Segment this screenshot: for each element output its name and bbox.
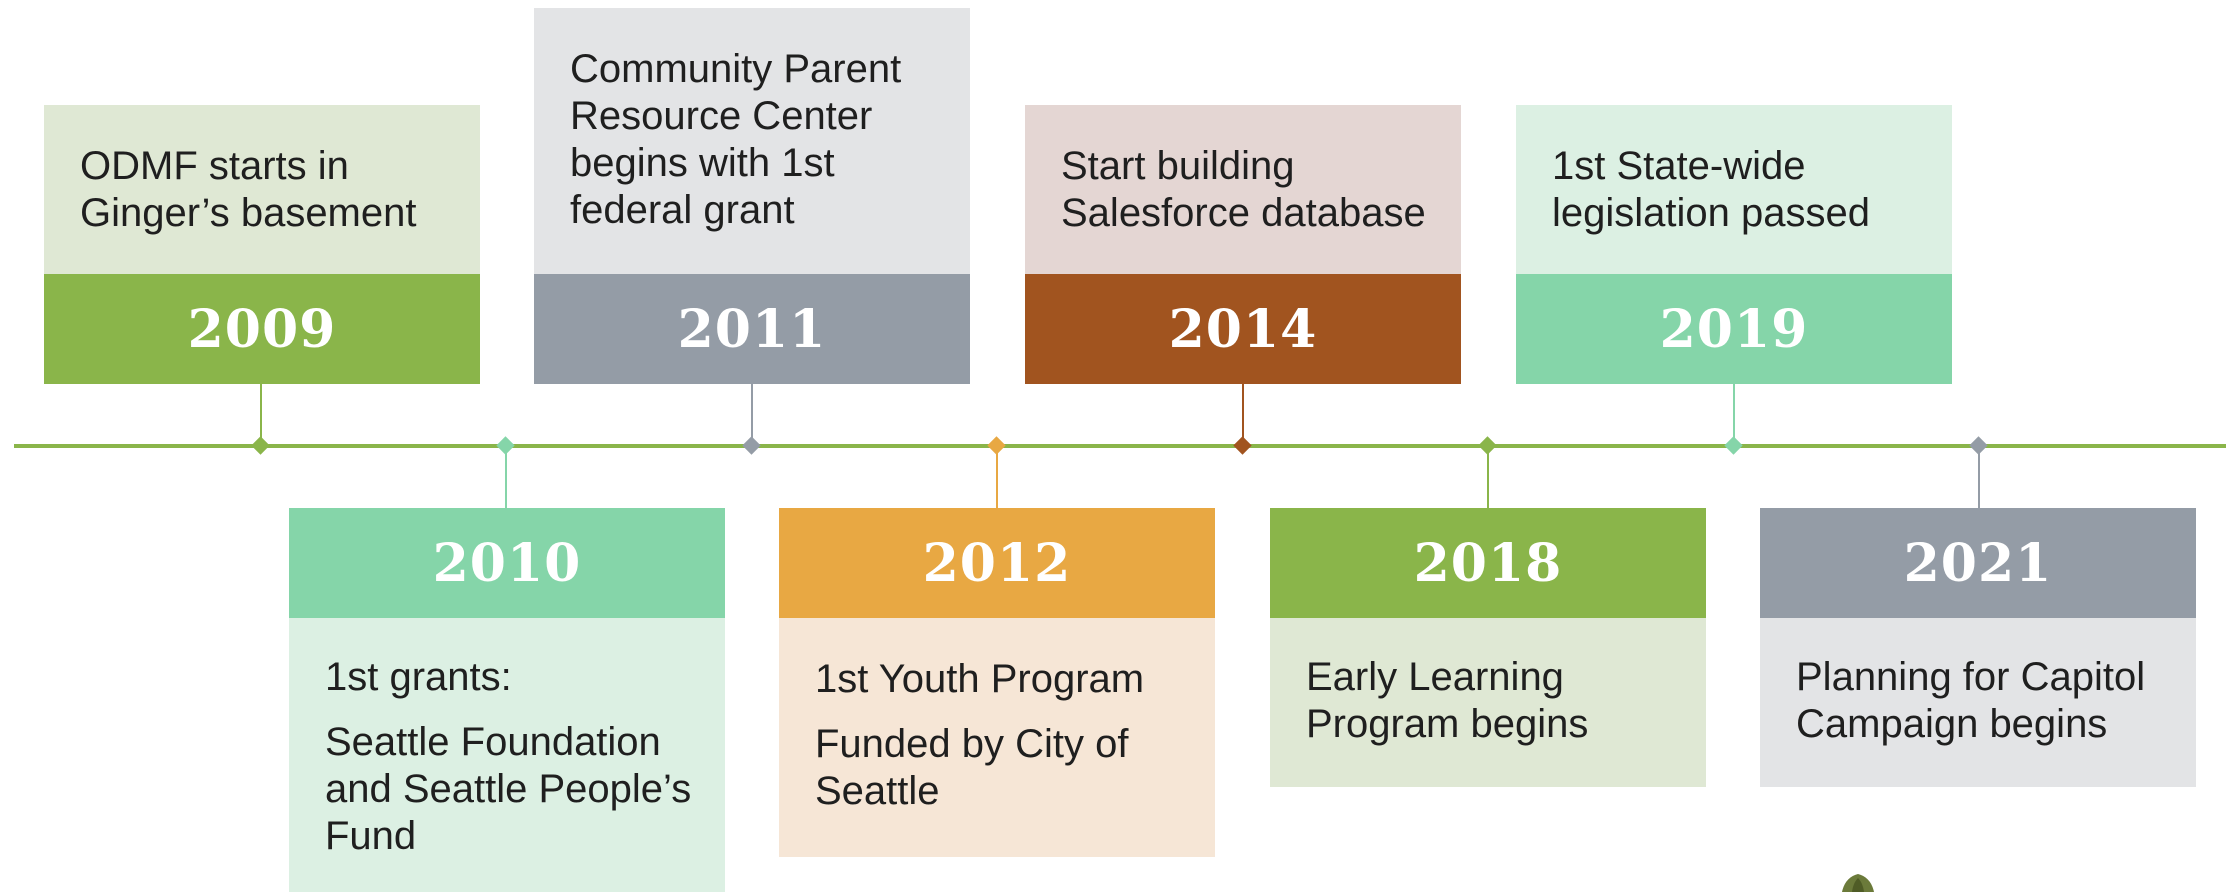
milestone-card-2018: 2018 Early Learning Program begins: [1270, 508, 1706, 787]
milestone-card-2014: Start building Salesforce database 2014: [1025, 105, 1461, 384]
description-line: Start building: [1061, 144, 1295, 188]
milestone-description: Community Parent Resource Center begins …: [534, 8, 970, 274]
description-line: federal grant: [570, 188, 795, 232]
marker-2009: [251, 436, 270, 455]
milestone-card-2012: 2012 1st Youth Program Funded by City of…: [779, 508, 1215, 857]
description-line: Salesforce database: [1061, 191, 1426, 235]
milestone-card-2011: Community Parent Resource Center begins …: [534, 8, 970, 384]
milestone-card-2010: 2010 1st grants: Seattle Foundation and …: [289, 508, 725, 892]
connector-2012: [996, 448, 998, 508]
description-line: Seattle Foundation: [325, 720, 661, 764]
timeline-axis: [14, 444, 2226, 448]
connector-2018: [1487, 448, 1489, 508]
milestone-description: Start building Salesforce database: [1025, 105, 1461, 274]
description-line: ODMF starts in: [80, 144, 349, 188]
milestone-description: 1st State-wide legislation passed: [1516, 105, 1952, 274]
description-line: Campaign begins: [1796, 702, 2108, 746]
marker-2012: [987, 436, 1006, 455]
marker-2021: [1969, 436, 1988, 455]
connector-2009: [260, 384, 262, 444]
milestone-card-2009: ODMF starts in Ginger’s basement 2009: [44, 105, 480, 384]
marker-2010: [496, 436, 515, 455]
description-line: Planning for Capitol: [1796, 655, 2146, 699]
milestone-description: ODMF starts in Ginger’s basement: [44, 105, 480, 274]
description-line: Funded by City of: [815, 722, 1129, 766]
description-line: Fund: [325, 814, 417, 858]
milestone-description: Planning for Capitol Campaign begins: [1760, 618, 2196, 787]
milestone-year-label: 2021: [1760, 508, 2196, 618]
description-line: begins with 1st: [570, 141, 835, 185]
connector-2011: [751, 384, 753, 444]
marker-2014: [1233, 436, 1252, 455]
milestone-card-2021: 2021 Planning for Capitol Campaign begin…: [1760, 508, 2196, 787]
milestone-year-label: 2018: [1270, 508, 1706, 618]
description-line: and Seattle People’s: [325, 767, 692, 811]
connector-2019: [1733, 384, 1735, 444]
logo-fragment-icon: [1842, 874, 1874, 892]
description-line: Program begins: [1306, 702, 1589, 746]
milestone-description: Early Learning Program begins: [1270, 618, 1706, 787]
description-line: Ginger’s basement: [80, 191, 417, 235]
connector-2010: [505, 448, 507, 508]
milestone-year-label: 2019: [1516, 274, 1952, 384]
description-line: Seattle: [815, 769, 940, 813]
marker-2019: [1724, 436, 1743, 455]
milestone-year-label: 2010: [289, 508, 725, 618]
description-line: legislation passed: [1552, 191, 1870, 235]
milestone-year-label: 2012: [779, 508, 1215, 618]
description-line: 1st State-wide: [1552, 144, 1806, 188]
description-line: 1st grants:: [325, 655, 512, 699]
description-line: Community Parent: [570, 47, 902, 91]
milestone-year-label: 2014: [1025, 274, 1461, 384]
marker-2018: [1478, 436, 1497, 455]
milestone-year-label: 2009: [44, 274, 480, 384]
milestone-description: 1st grants: Seattle Foundation and Seatt…: [289, 618, 725, 892]
connector-2014: [1242, 384, 1244, 444]
connector-2021: [1978, 448, 1980, 508]
description-line: 1st Youth Program: [815, 657, 1145, 701]
description-line: Early Learning: [1306, 655, 1564, 699]
marker-2011: [742, 436, 761, 455]
milestone-year-label: 2011: [534, 274, 970, 384]
milestone-card-2019: 1st State-wide legislation passed 2019: [1516, 105, 1952, 384]
description-line: Resource Center: [570, 94, 873, 138]
milestone-description: 1st Youth Program Funded by City of Seat…: [779, 618, 1215, 857]
